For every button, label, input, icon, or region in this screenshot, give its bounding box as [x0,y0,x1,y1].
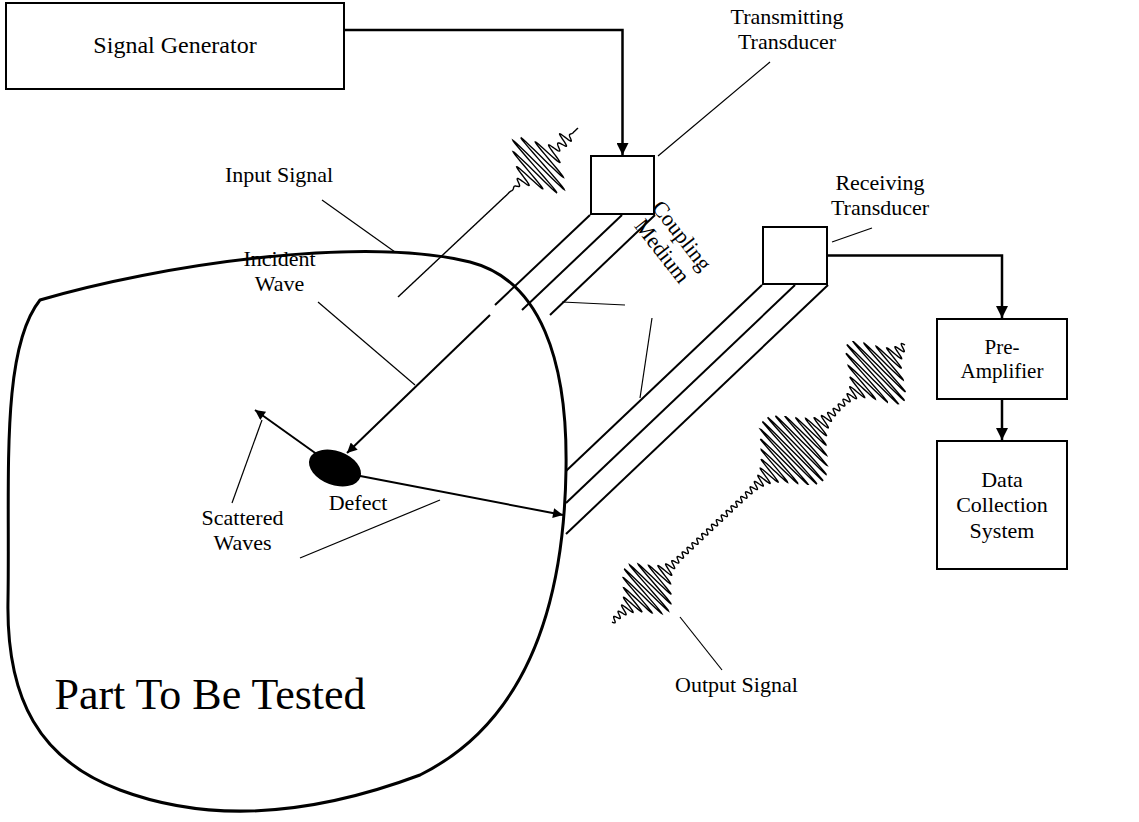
wave-label: Incident Wave [232,246,327,297]
node-text: Data Collection System [938,467,1066,543]
signal-connector [345,30,623,155]
leader-line [318,302,415,385]
input-signal-waveform [398,128,578,297]
part-outline [8,252,566,811]
signal-connector [828,256,1002,319]
signal-generator-box: Signal Generator [5,2,345,90]
signal-connector [1001,400,1004,440]
node-text: Signal Generator [87,32,262,60]
node-text: Part To Be Tested [50,670,370,721]
signal-label: Output Signal [675,672,835,697]
coupling-bar [566,285,762,471]
output-signal-waveform [612,342,905,623]
scattered-wave-arrow [255,410,325,460]
leader-line [680,617,722,670]
leader-lines [232,62,872,670]
transducer-box: Receiving Transducer [762,226,828,285]
medium-label: Coupling Medium [621,188,722,298]
leader-line [658,62,770,156]
pre-amplifier-box: Pre-Amplifier [936,318,1068,400]
coupling-bar [522,215,622,310]
node-text: Transmitting Transducer [682,4,892,55]
transducer-box: Transmitting Transducer [590,155,655,215]
coupling-bar [566,285,828,534]
defect-label: Defect [318,490,398,515]
wave-label: Scattered Waves [180,505,305,556]
leader-line [562,302,625,305]
leader-line [640,318,652,398]
node-text: Pre-Amplifier [938,335,1066,383]
node-text: Receiving Transducer [800,170,960,221]
incident-wave-arrow [347,315,490,453]
signal-label: Input Signal [225,162,395,187]
part-outline-svg [0,225,575,822]
leader-line [322,200,395,252]
leader-line [832,228,872,242]
data-collection-box: Data Collection System [936,440,1068,570]
test-part-outline: Part To Be Tested [0,225,575,822]
leader-line [232,420,262,503]
